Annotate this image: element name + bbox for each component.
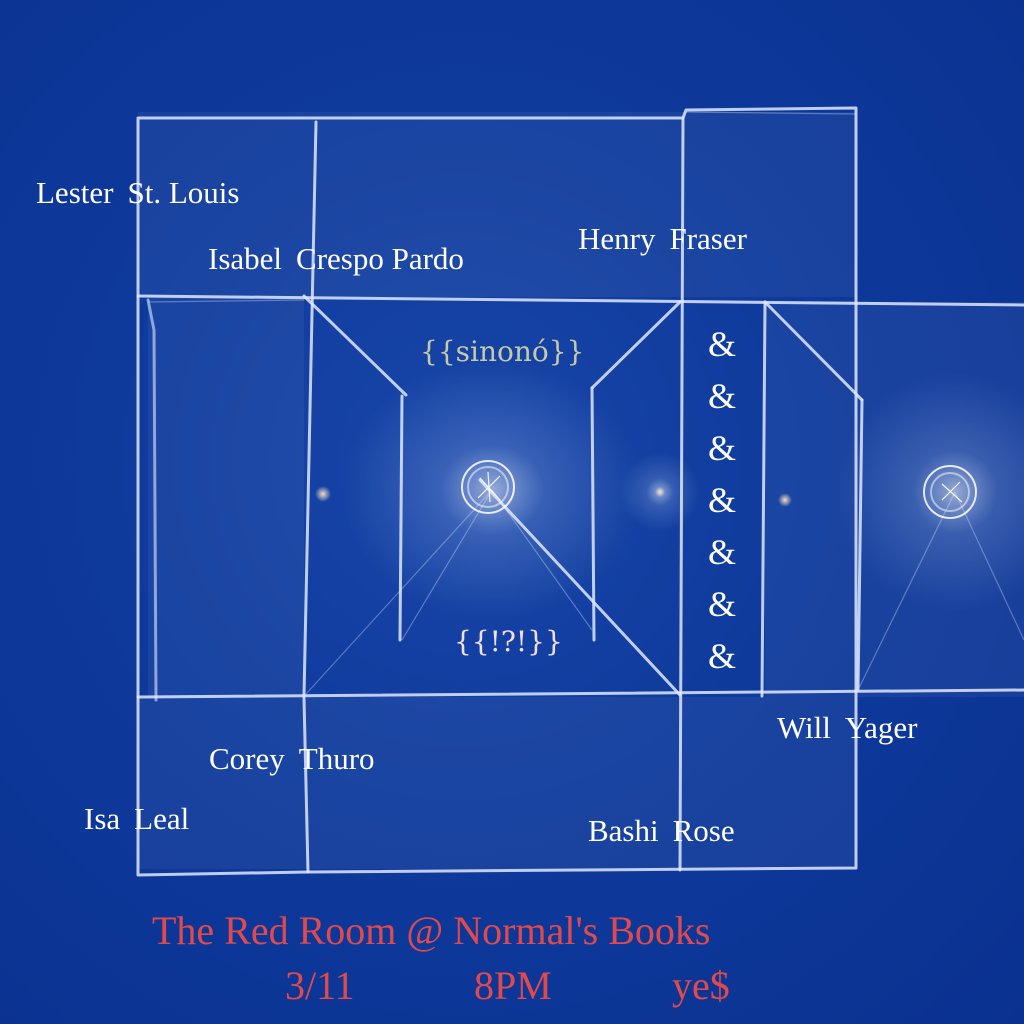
ampersand-column: & & & & & & & [700,318,744,682]
ampersand: & [707,480,736,520]
performer-last-name: Crespo Pardo [296,241,464,276]
ampersand: & [707,376,736,416]
event-price: ye$ [672,963,730,1008]
performer-first-name: Henry [578,221,656,256]
performer-last-name: St. Louis [127,175,240,210]
performer-first-name: Corey [209,741,285,776]
mark-interrobang: {{!?!}} [454,625,563,658]
performer-last-name: Thuro [298,741,375,776]
ampersand: & [707,428,736,468]
performer-isabel-crespo-pardo: Isabel Crespo Pardo [208,243,464,274]
performer-first-name: Bashi [588,813,659,848]
event-date: 3/11 [285,963,355,1008]
performer-last-name: Rose [672,813,735,848]
performer-first-name: Lester [36,175,114,210]
performer-will-yager: Will Yager [777,712,918,743]
performer-first-name: Isabel [208,241,283,276]
ampersand: & [707,324,736,364]
ampersand: & [707,636,736,676]
performer-last-name: Leal [134,801,190,836]
performer-isa-leal: Isa Leal [84,803,189,834]
performer-bashi-rose: Bashi Rose [588,815,735,846]
performer-lester-st-louis: Lester St. Louis [36,177,239,208]
ampersand: & [707,584,736,624]
venue-title: The Red Room @ Normal's Books [152,908,711,953]
performer-first-name: Will [777,710,831,745]
performer-last-name: Yager [844,710,918,745]
performer-first-name: Isa [84,801,121,836]
ampersand: & [707,532,736,572]
performer-corey-thuro: Corey Thuro [209,743,375,774]
event-time: 8PM [474,963,552,1008]
performer-last-name: Fraser [669,221,747,256]
performer-henry-fraser: Henry Fraser [578,223,747,254]
mark-sinono: {{sinonó}} [420,335,585,368]
